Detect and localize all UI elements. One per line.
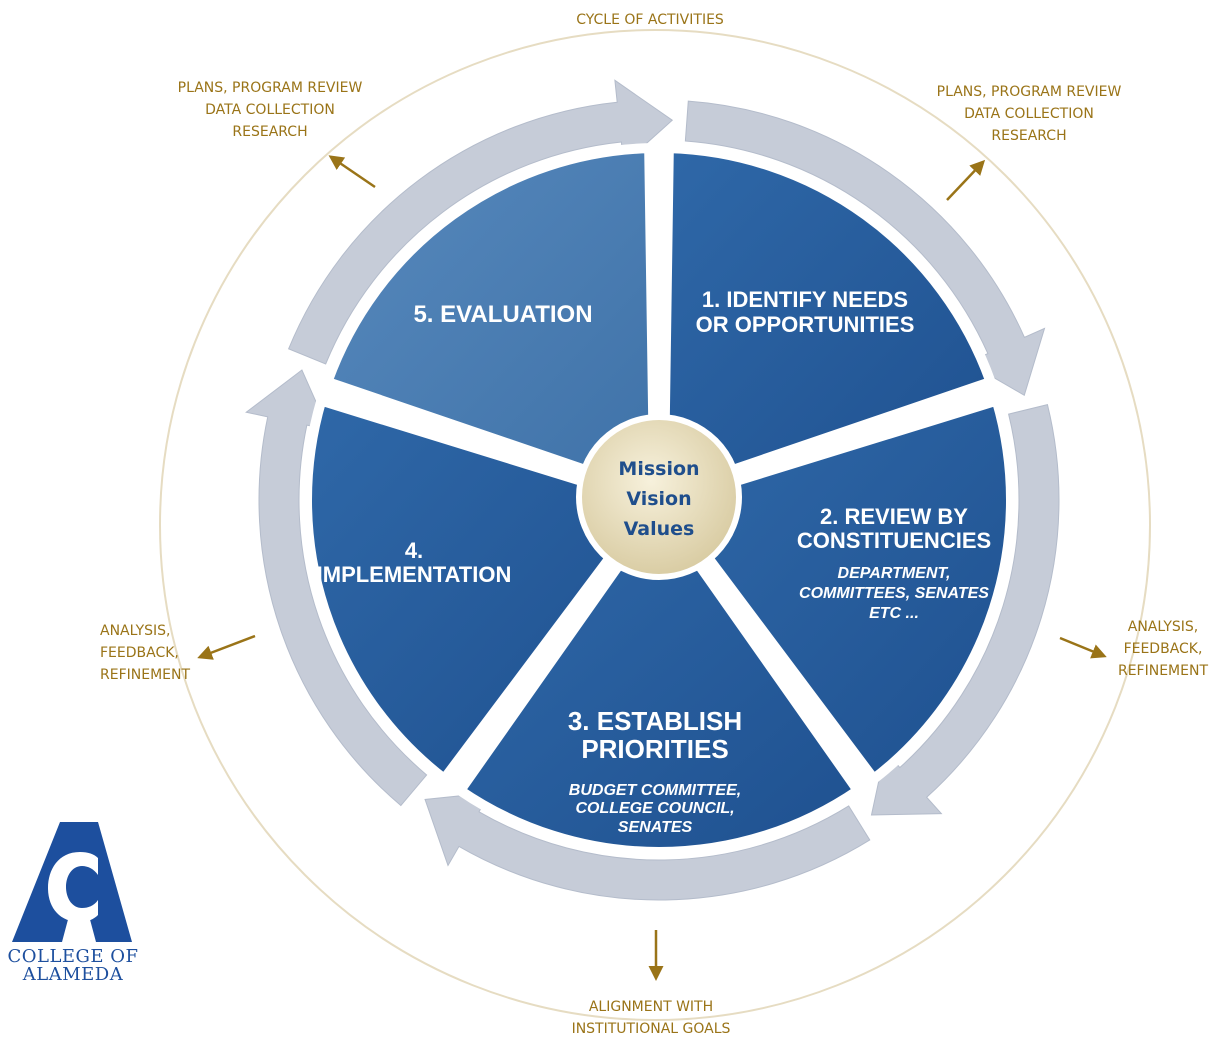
segment-4-title-line-1: 4. — [405, 538, 423, 563]
segment-2-title-line-2: CONSTITUENCIES — [797, 528, 991, 553]
segment-2-review — [661, 395, 1016, 784]
segment-5-title-line-1: 5. EVALUATION — [413, 301, 592, 328]
cycle-arrow-3 — [424, 792, 871, 901]
segment-4-label: 4. IMPLEMENTATION — [317, 538, 512, 587]
label-top-left-line-2: DATA COLLECTION — [205, 102, 335, 118]
outer-ring — [159, 29, 1151, 1021]
label-left: ANALYSIS, FEEDBACK, REFINEMENT — [100, 623, 190, 683]
segment-3-sub-line-2: COLLEGE COUNCIL, — [575, 800, 734, 817]
segment-2-label: 2. REVIEW BY CONSTITUENCIES DEPARTMENT, … — [797, 504, 991, 622]
label-top-right-line-3: RESEARCH — [991, 128, 1066, 144]
segment-4-title-line-2: IMPLEMENTATION — [317, 562, 512, 587]
arrow-right — [1059, 636, 1107, 659]
label-bottom-line-2: INSTITUTIONAL GOALS — [572, 1021, 731, 1037]
segment-2-sub-line-2: COMMITTEES, SENATES — [799, 585, 989, 602]
logo-a-shape — [12, 822, 132, 942]
label-top-line-1: CYCLE OF ACTIVITIES — [576, 12, 724, 28]
logo-c-shape — [48, 852, 98, 922]
label-right-line-1: ANALYSIS, — [1128, 619, 1198, 635]
arrow-top-left — [328, 155, 376, 189]
label-left-line-3: REFINEMENT — [100, 667, 190, 683]
label-bottom: ALIGNMENT WITH INSTITUTIONAL GOALS — [572, 999, 731, 1037]
segment-3-sub-line-1: BUDGET COMMITTEE, — [569, 782, 741, 799]
label-top-right-line-1: PLANS, PROGRAM REVIEW — [937, 84, 1122, 100]
segment-2-title-line-1: 2. REVIEW BY — [820, 504, 968, 529]
segment-1-title-line-1: 1. IDENTIFY NEEDS — [702, 287, 908, 312]
segments-group — [302, 143, 1016, 857]
label-right-line-3: REFINEMENT — [1118, 663, 1208, 679]
center-hub: Mission Vision Values — [576, 414, 742, 580]
cycle-arrows — [245, 79, 1060, 901]
hub-line-1: Mission — [618, 458, 699, 480]
label-top-right-line-2: DATA COLLECTION — [964, 106, 1094, 122]
label-bottom-line-1: ALIGNMENT WITH — [589, 999, 713, 1015]
segment-3-establish — [455, 503, 863, 857]
segment-1-title-line-2: OR OPPORTUNITIES — [696, 312, 915, 337]
label-right: ANALYSIS, FEEDBACK, REFINEMENT — [1118, 619, 1208, 679]
segment-4-implementation — [302, 395, 657, 784]
label-top-left-line-1: PLANS, PROGRAM REVIEW — [178, 80, 363, 96]
label-top: CYCLE OF ACTIVITIES — [576, 12, 724, 28]
college-logo: COLLEGE OF ALAMEDA — [7, 822, 138, 985]
hub-line-2: Vision — [626, 488, 691, 510]
segment-3-label: 3. ESTABLISH PRIORITIES BUDGET COMMITTEE… — [568, 706, 742, 836]
cycle-arrow-5 — [287, 79, 674, 365]
segment-3-title-line-1: 3. ESTABLISH — [568, 706, 742, 736]
cycle-arrow-1 — [684, 100, 1046, 397]
cycle-arrow-4 — [245, 369, 428, 807]
logo-line-2: ALAMEDA — [22, 964, 124, 985]
label-left-line-1: ANALYSIS, — [100, 623, 170, 639]
segment-5-label: 5. EVALUATION — [413, 301, 592, 328]
label-right-line-2: FEEDBACK, — [1124, 641, 1203, 657]
segment-2-sub-line-3: ETC ... — [869, 605, 919, 622]
segment-1-label: 1. IDENTIFY NEEDS OR OPPORTUNITIES — [696, 287, 915, 337]
segment-2-sub-line-1: DEPARTMENT, — [838, 565, 951, 582]
segment-3-title-line-2: PRIORITIES — [581, 734, 728, 764]
arrow-top-right — [946, 159, 986, 201]
label-top-right: PLANS, PROGRAM REVIEW DATA COLLECTION RE… — [937, 84, 1122, 144]
label-top-left-line-3: RESEARCH — [232, 124, 307, 140]
label-left-line-2: FEEDBACK, — [100, 645, 179, 661]
segment-1-identify — [658, 143, 996, 499]
segment-5-evaluation — [322, 143, 660, 499]
hub-line-3: Values — [624, 518, 695, 540]
segment-3-sub-line-3: SENATES — [618, 819, 693, 836]
gold-arrows — [197, 155, 1107, 981]
cycle-arrow-2 — [870, 403, 1060, 816]
label-top-left: PLANS, PROGRAM REVIEW DATA COLLECTION RE… — [178, 80, 363, 140]
logo-line-1: COLLEGE OF — [7, 946, 138, 967]
arrow-left — [197, 634, 256, 660]
